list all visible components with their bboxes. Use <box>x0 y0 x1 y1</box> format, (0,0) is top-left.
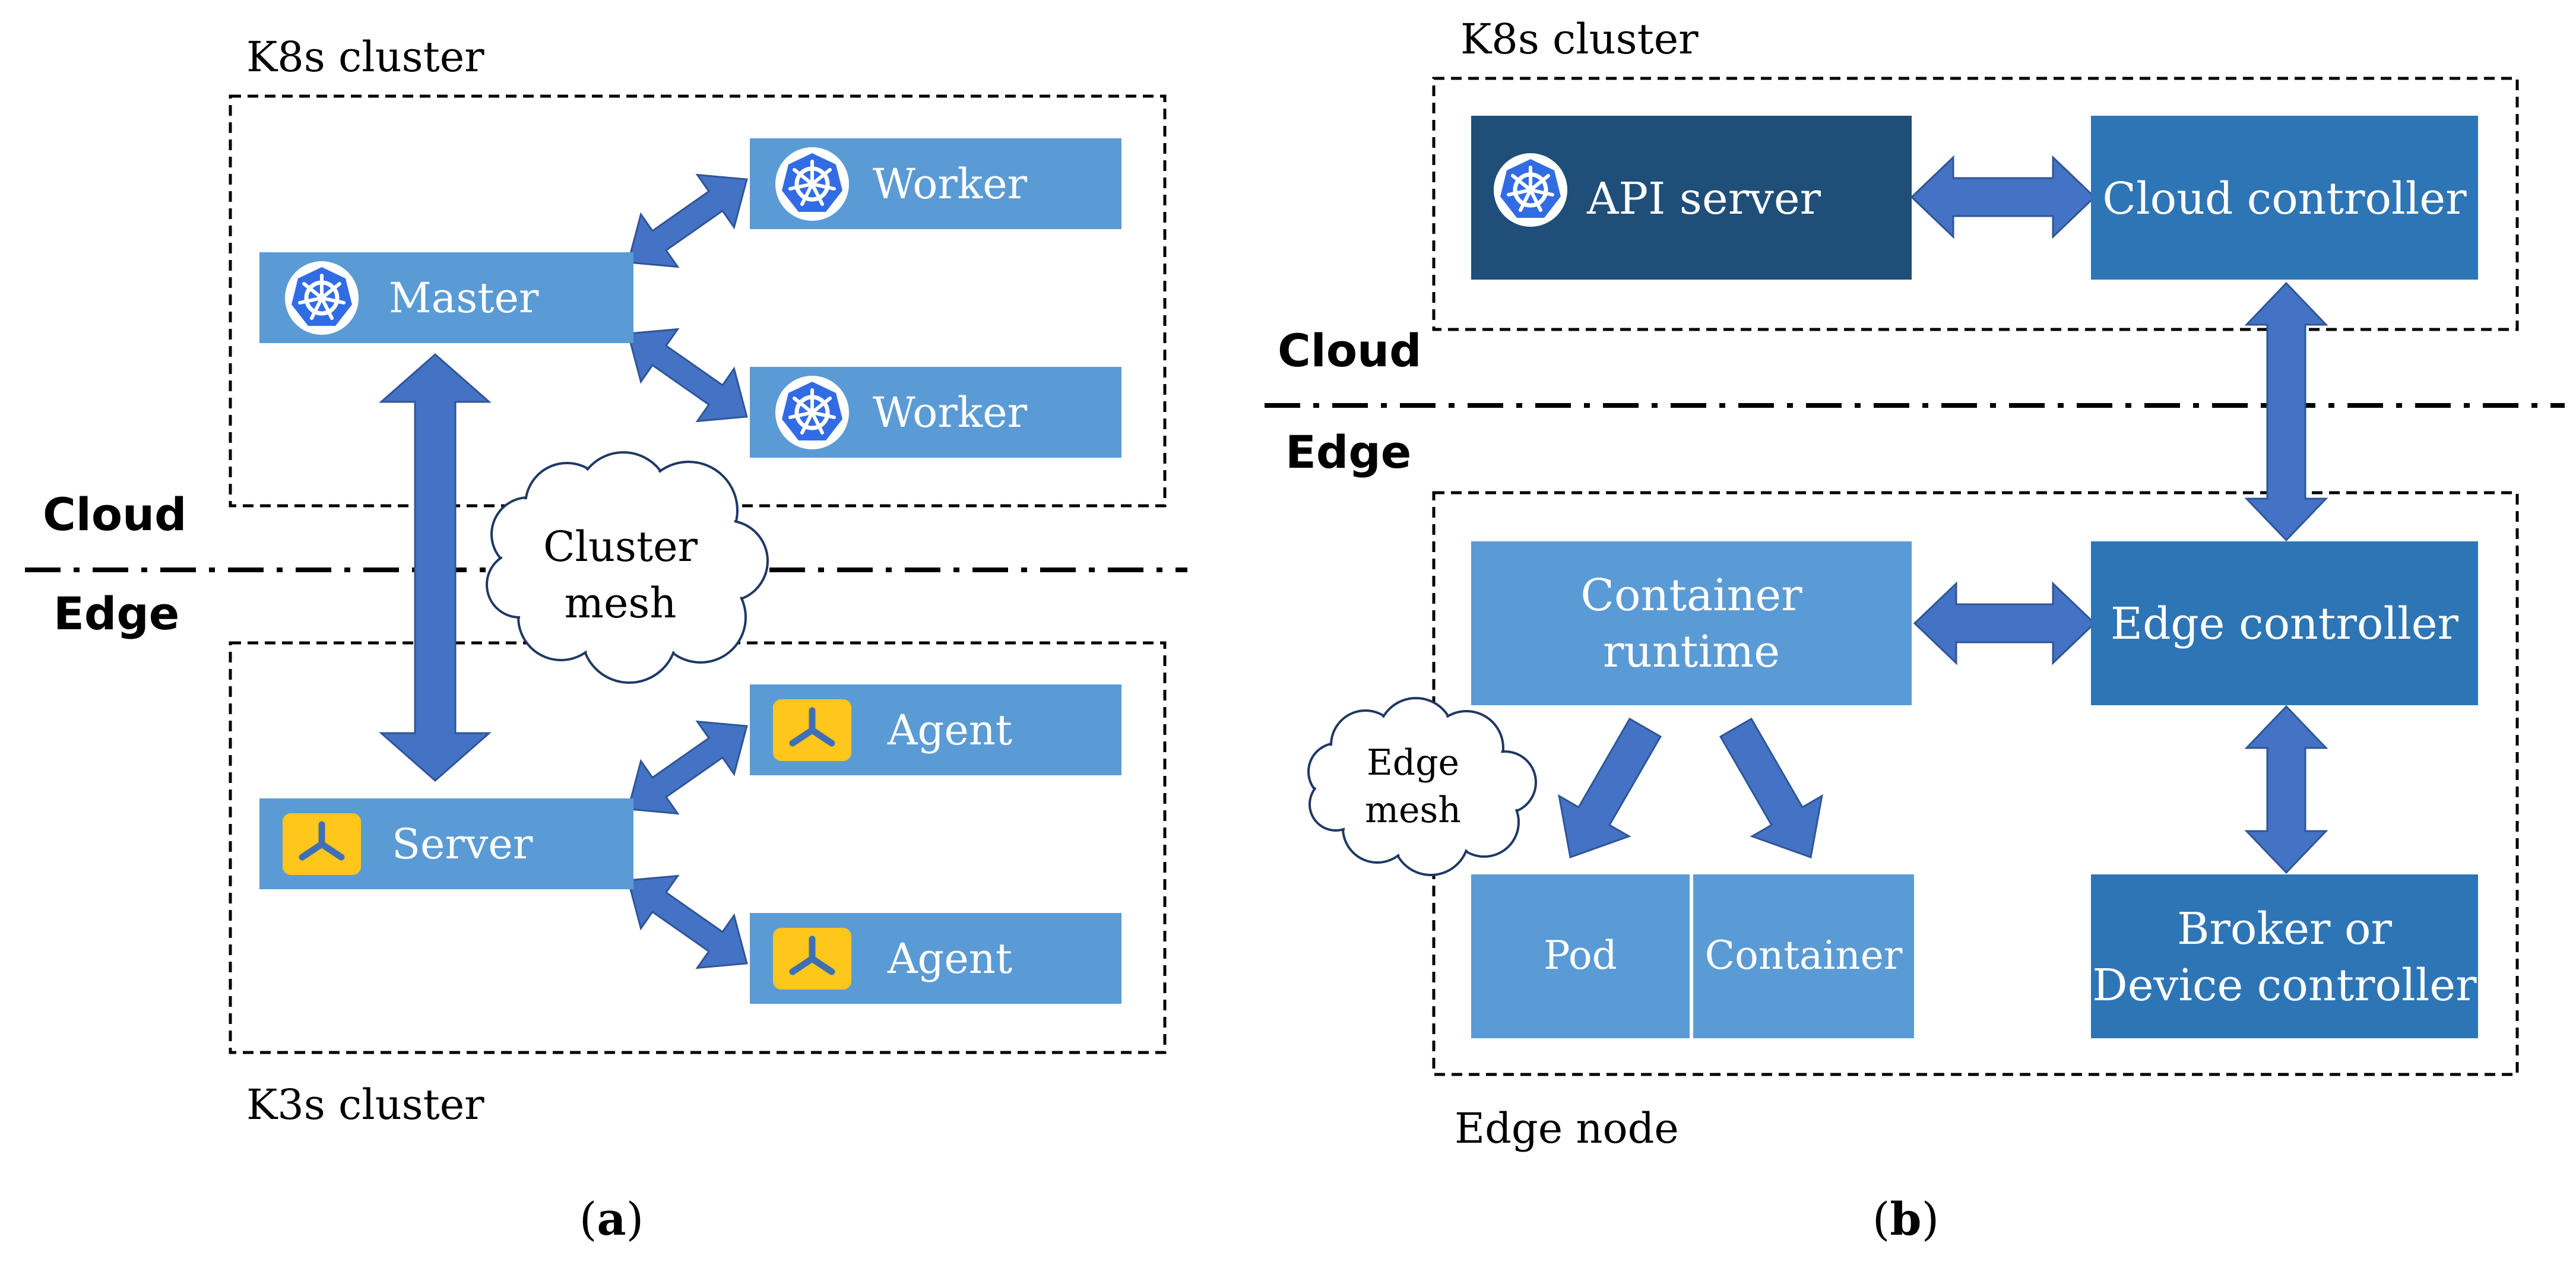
arrow-cloudctrl-edgectrl <box>2244 281 2328 542</box>
caption-b-open: ( <box>1872 1193 1890 1245</box>
k8s-icon <box>1494 153 1567 227</box>
arrow-master-worker2 <box>627 328 748 423</box>
k3s-icon <box>283 813 361 875</box>
pod-label: Pod <box>1544 933 1617 978</box>
caption-a-open: ( <box>579 1193 597 1245</box>
edge-zone-label-a: Edge <box>53 587 179 640</box>
arrow-runtime-pod <box>1558 717 1662 859</box>
k3s-icon <box>773 928 851 990</box>
caption-a-close: ) <box>626 1193 644 1245</box>
arrow-runtime-container <box>1719 717 1823 859</box>
arrow-server-agent2 <box>627 874 748 969</box>
k8s-cluster-label-a: K8s cluster <box>246 33 484 81</box>
cluster-mesh-cloud-fill <box>489 454 766 681</box>
arrow-runtime-edgectrl <box>1913 581 2096 665</box>
broker-label-1: Broker or <box>2177 903 2392 955</box>
broker-label-2: Device controller <box>2092 960 2477 1011</box>
arrows-a <box>379 173 748 969</box>
k8s-icon <box>285 261 359 335</box>
edge-zone-label-b: Edge <box>1285 426 1411 478</box>
k8s-cluster-label-b: K8s cluster <box>1460 15 1699 64</box>
caption-b-letter: b <box>1890 1193 1921 1245</box>
edge-mesh-label-2: mesh <box>1365 790 1461 831</box>
caption-b: (b) <box>1872 1193 1939 1245</box>
container-box <box>1693 874 1914 1038</box>
k8s-icon <box>775 376 849 449</box>
container-runtime-label-2: runtime <box>1603 626 1780 677</box>
container-label: Container <box>1705 933 1903 978</box>
cloud-controller-box <box>2091 116 2478 280</box>
edge-node-label-b: Edge node <box>1455 1104 1679 1153</box>
container-runtime-label-1: Container <box>1580 570 1802 621</box>
k3s-icon <box>773 699 851 761</box>
container-runtime-box <box>1471 541 1912 705</box>
cloud-zone-label-a: Cloud <box>43 488 187 541</box>
server-label: Server <box>392 820 533 868</box>
edge-controller-box <box>2091 541 2478 705</box>
cloud-controller-label: Cloud controller <box>2102 173 2467 224</box>
cluster-mesh-label-2: mesh <box>565 579 677 627</box>
arrow-api-cloudctrl <box>1910 155 2096 239</box>
arrow-edgectrl-broker <box>2244 705 2328 874</box>
caption-b-close: ) <box>1922 1193 1940 1245</box>
edge-mesh-cloud-fill <box>1310 700 1534 873</box>
caption-a: (a) <box>579 1193 644 1245</box>
k3s-cluster-label-a: K3s cluster <box>246 1080 484 1129</box>
pod-box <box>1471 874 1690 1038</box>
arrow-master-worker1 <box>627 173 748 268</box>
broker-box <box>2091 874 2478 1038</box>
cloud-zone-label-b: Cloud <box>1278 324 1422 377</box>
k8s-cluster-frame-b <box>1432 77 2519 331</box>
worker-label-1: Worker <box>873 160 1028 208</box>
arrows-b <box>1558 155 2328 874</box>
master-label: Master <box>389 274 539 322</box>
caption-a-letter: a <box>597 1193 626 1245</box>
worker-label-2: Worker <box>873 388 1028 437</box>
agent-label-1: Agent <box>887 706 1012 754</box>
agent-label-2: Agent <box>887 934 1012 983</box>
k8s-icon <box>775 147 849 221</box>
edge-controller-label: Edge controller <box>2111 598 2459 649</box>
arrow-server-agent1 <box>627 720 748 815</box>
api-server-label: API server <box>1586 173 1821 224</box>
panel-a: K8s cluster K3s cluster Cloud Edge Maste… <box>25 33 1187 1245</box>
edge-mesh-label-1: Edge <box>1367 742 1459 784</box>
cluster-mesh-label-1: Cluster <box>543 522 698 571</box>
panel-b: K8s cluster Edge node Cloud Edge API ser… <box>1265 15 2565 1245</box>
arrow-master-server <box>379 353 492 782</box>
